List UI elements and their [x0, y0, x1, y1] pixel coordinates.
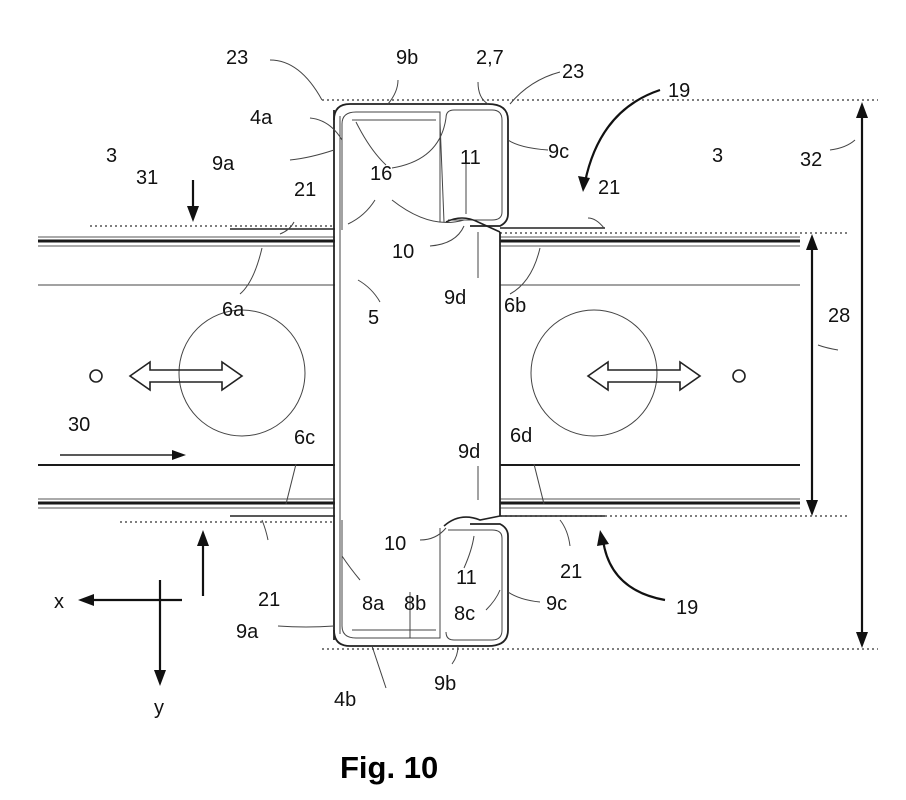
label-9b-bottom: 9b [434, 673, 456, 695]
label-19-bottom: 19 [676, 597, 698, 619]
label-23-right: 23 [562, 61, 584, 83]
label-21-bottom-right: 21 [560, 561, 582, 583]
label-10-bottom: 10 [384, 533, 406, 555]
label-30: 30 [68, 414, 90, 436]
label-8b: 8b [404, 593, 426, 615]
reference-labels: 23 9b 2,7 23 19 4a 9a 16 11 9c 32 3 31 2… [54, 47, 850, 719]
label-21-top-left: 21 [294, 179, 316, 201]
label-5: 5 [368, 307, 379, 329]
label-9d-bottom: 9d [458, 441, 480, 463]
label-3-right: 3 [712, 145, 723, 167]
label-8c: 8c [454, 603, 475, 625]
label-32: 32 [800, 149, 822, 171]
label-19-top: 19 [668, 80, 690, 102]
label-x: x [54, 591, 64, 613]
label-28: 28 [828, 305, 850, 327]
label-y: y [154, 697, 164, 719]
left-double-arrow-icon [130, 362, 242, 390]
label-8a: 8a [362, 593, 385, 615]
label-9b-top: 9b [396, 47, 418, 69]
label-9c-bottom: 9c [546, 593, 567, 615]
label-4a: 4a [250, 107, 273, 129]
left-pivot [90, 370, 102, 382]
label-2-7: 2,7 [476, 47, 504, 69]
label-9c-top: 9c [548, 141, 569, 163]
left-wheel [179, 310, 305, 436]
label-6a: 6a [222, 299, 245, 321]
right-double-arrow-icon [588, 362, 700, 390]
label-11-bottom: 11 [456, 567, 477, 589]
label-16: 16 [370, 163, 392, 185]
right-wheel [531, 310, 657, 436]
strip-21 [230, 228, 605, 516]
label-21-bottom-left: 21 [258, 589, 280, 611]
lower-rail [38, 499, 800, 508]
reference-lines [90, 100, 878, 649]
label-21-top-right: 21 [598, 177, 620, 199]
label-31: 31 [136, 167, 158, 189]
label-6b: 6b [504, 295, 526, 317]
label-6c: 6c [294, 427, 315, 449]
label-4b: 4b [334, 689, 356, 711]
label-9a-bottom: 9a [236, 621, 259, 643]
label-10-top: 10 [392, 241, 414, 263]
arrow-31-icon [187, 180, 199, 222]
figure-caption: Fig. 10 [340, 750, 438, 785]
label-23-left: 23 [226, 47, 248, 69]
label-9a-top: 9a [212, 153, 235, 175]
arrow-19-bottom-icon [597, 530, 665, 600]
dimension-28 [806, 234, 818, 516]
up-arrow-icon [197, 530, 209, 596]
arrow-30-icon [60, 450, 186, 460]
label-9d-top: 9d [444, 287, 466, 309]
dimension-32 [856, 102, 868, 648]
upper-rail [38, 237, 800, 246]
coordinate-axes [78, 580, 182, 686]
label-3-left: 3 [106, 145, 117, 167]
label-6d: 6d [510, 425, 532, 447]
central-body-5 [334, 104, 508, 646]
label-11-top: 11 [460, 147, 481, 169]
right-pivot [733, 370, 745, 382]
